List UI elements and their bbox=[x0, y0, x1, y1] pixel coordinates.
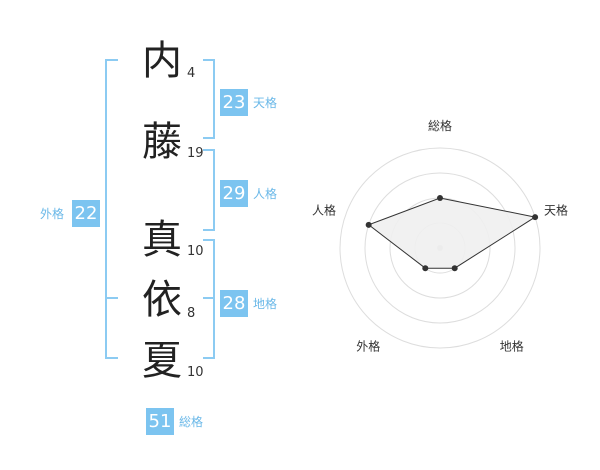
tenkaku-badge: 23 bbox=[220, 89, 248, 116]
stroke-count-4: 8 bbox=[187, 306, 196, 321]
jinkaku-bracket bbox=[203, 149, 215, 231]
soukaku-badge: 51 bbox=[146, 408, 174, 435]
radar-axis-label-4: 外格 bbox=[356, 339, 380, 354]
chikaku-badge: 28 bbox=[220, 290, 248, 317]
jinkaku-badge: 29 bbox=[220, 180, 248, 207]
radar-point-2 bbox=[532, 214, 539, 221]
kanji-char-1: 内 bbox=[142, 38, 182, 84]
soukaku-label: 総格 bbox=[179, 415, 204, 429]
radar-point-5 bbox=[365, 221, 372, 228]
chikaku-label: 地格 bbox=[253, 297, 278, 311]
radar-point-1 bbox=[437, 195, 443, 201]
radar-points bbox=[365, 195, 539, 272]
jinkaku-label: 人格 bbox=[253, 187, 278, 201]
tenkaku-bracket bbox=[203, 59, 215, 139]
gaikaku-label: 外格 bbox=[40, 207, 65, 221]
kanji-char-5: 夏 bbox=[142, 338, 182, 384]
radar-axis-label-2: 天格 bbox=[544, 202, 568, 217]
radar-axis-label-5: 人格 bbox=[312, 202, 336, 217]
gaikaku-bracket bbox=[105, 59, 118, 359]
kanji-char-4: 依 bbox=[142, 277, 182, 323]
kanji-char-3: 真 bbox=[142, 217, 182, 263]
stroke-count-5: 10 bbox=[187, 365, 204, 380]
radar-point-4 bbox=[422, 265, 429, 272]
tenkaku-label: 天格 bbox=[253, 96, 278, 110]
radar-axis-label-3: 地格 bbox=[500, 339, 524, 354]
radar-ring-4 bbox=[339, 147, 541, 349]
stroke-count-1: 4 bbox=[187, 66, 196, 81]
radar-point-3 bbox=[451, 265, 458, 272]
stroke-count-2: 19 bbox=[187, 146, 204, 161]
kanji-char-2: 藤 bbox=[142, 119, 182, 165]
stroke-count-3: 10 bbox=[187, 244, 204, 259]
radar-ring-3 bbox=[364, 172, 516, 324]
gaikaku-badge: 22 bbox=[72, 200, 100, 227]
radar-axis-label-1: 総格 bbox=[428, 118, 452, 133]
radar-area bbox=[367, 197, 537, 269]
